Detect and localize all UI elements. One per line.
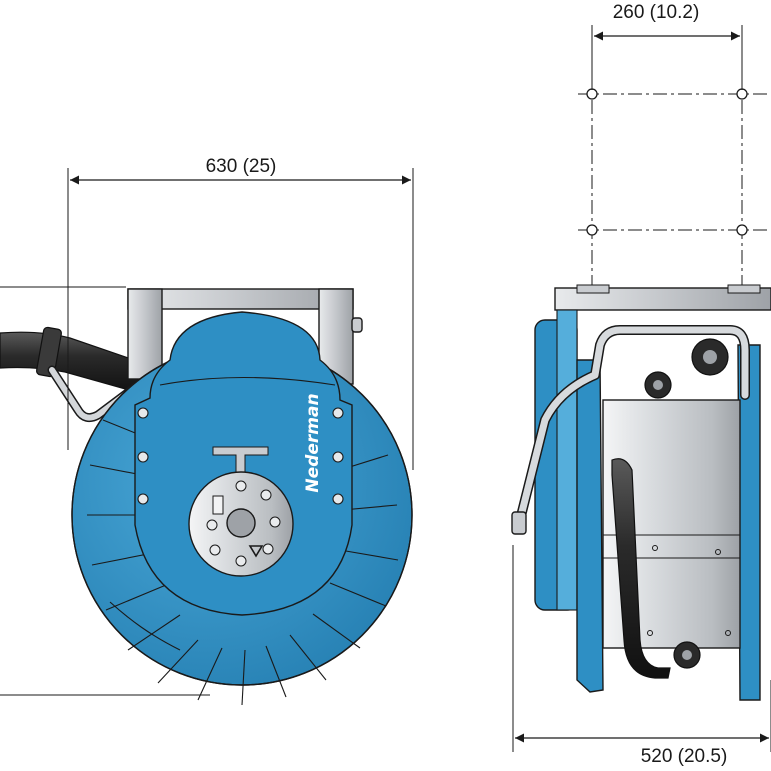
hose [0,326,141,393]
hub-axle [226,508,256,538]
hose-rollers [644,338,729,669]
housing-bolts [137,407,344,505]
depth-dimension-label: 520 (20.5) [641,746,728,767]
front-view: Nederman 630 (25) [0,156,414,706]
mounting-holes [586,88,748,236]
depth-dimension: 520 (20.5) [512,545,771,767]
mounting-hole-pattern: 260 (10.2) [578,2,771,300]
side-rim-left [576,344,761,701]
brand-logo: Nederman [303,393,323,492]
direction-arrow-icon [248,545,264,558]
hole-spacing-label: 260 (10.2) [613,2,700,23]
side-view: 260 (10.2) [511,2,771,767]
side-flange-left [534,309,578,611]
hub-plate [188,471,294,577]
side-hose [611,458,671,679]
reel-housing: Nederman [134,311,353,616]
width-dimension-label: 630 (25) [206,156,277,177]
width-dimension: 630 (25) [0,156,414,696]
